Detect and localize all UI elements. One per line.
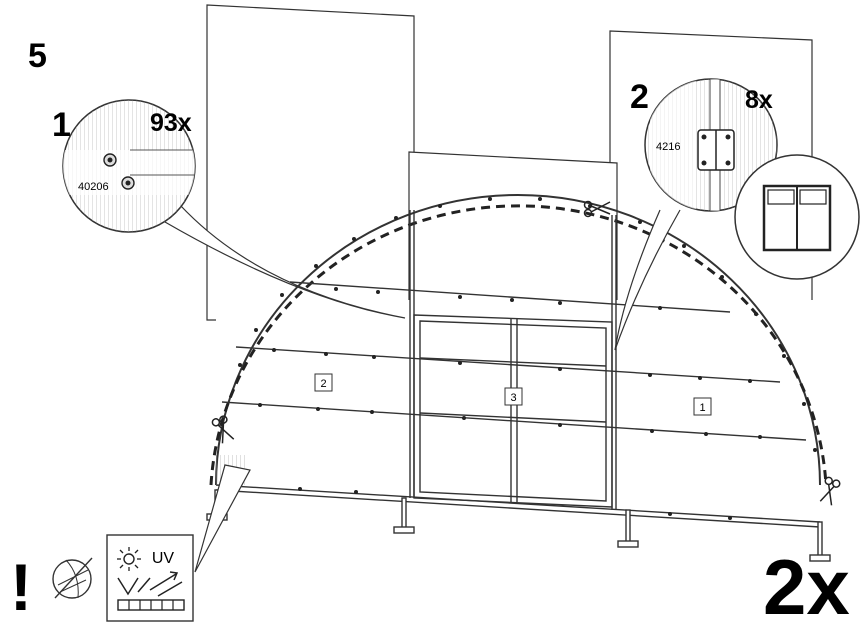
callout-1-quantity: 93x	[150, 109, 192, 137]
panel-label-right: 1	[693, 397, 712, 416]
svg-text:3: 3	[510, 392, 516, 404]
svg-text:1: 1	[699, 402, 705, 414]
callout-2-label: 2	[630, 78, 649, 116]
polycarbonate-sheet-center	[408, 151, 618, 321]
hinge-icon	[697, 129, 735, 171]
panel-label-left: 2	[314, 373, 333, 392]
door-icon	[762, 184, 832, 252]
warning-exclamation: !	[10, 550, 32, 624]
panel-label-center: 3	[504, 387, 523, 406]
no-cutting-icon	[52, 557, 93, 599]
door-detail	[734, 154, 860, 280]
svg-text:2: 2	[320, 378, 326, 390]
svg-text:40206: 40206	[78, 181, 109, 193]
callout-2-detail: 4216	[614, 78, 778, 351]
scissors-icon	[819, 476, 841, 506]
screw-washer-icon	[103, 153, 135, 190]
callout-hatch-detail	[194, 464, 251, 573]
scissors-icon	[583, 200, 611, 218]
multiplier-label: 2x	[763, 543, 850, 631]
svg-text:4216: 4216	[656, 141, 680, 153]
callout-1-label: 1	[52, 106, 71, 144]
uv-label: UV	[152, 550, 175, 567]
callout-2-quantity: 8x	[745, 86, 773, 114]
callout-1-detail: 40206	[62, 99, 406, 319]
sun-icon	[117, 547, 141, 571]
scissors-icon	[211, 415, 235, 444]
end-wall-frame	[209, 194, 828, 528]
polycarbonate-sheet-left	[206, 4, 415, 321]
step-number: 5	[28, 37, 47, 75]
uv-side-up-icon: UV	[106, 534, 194, 622]
